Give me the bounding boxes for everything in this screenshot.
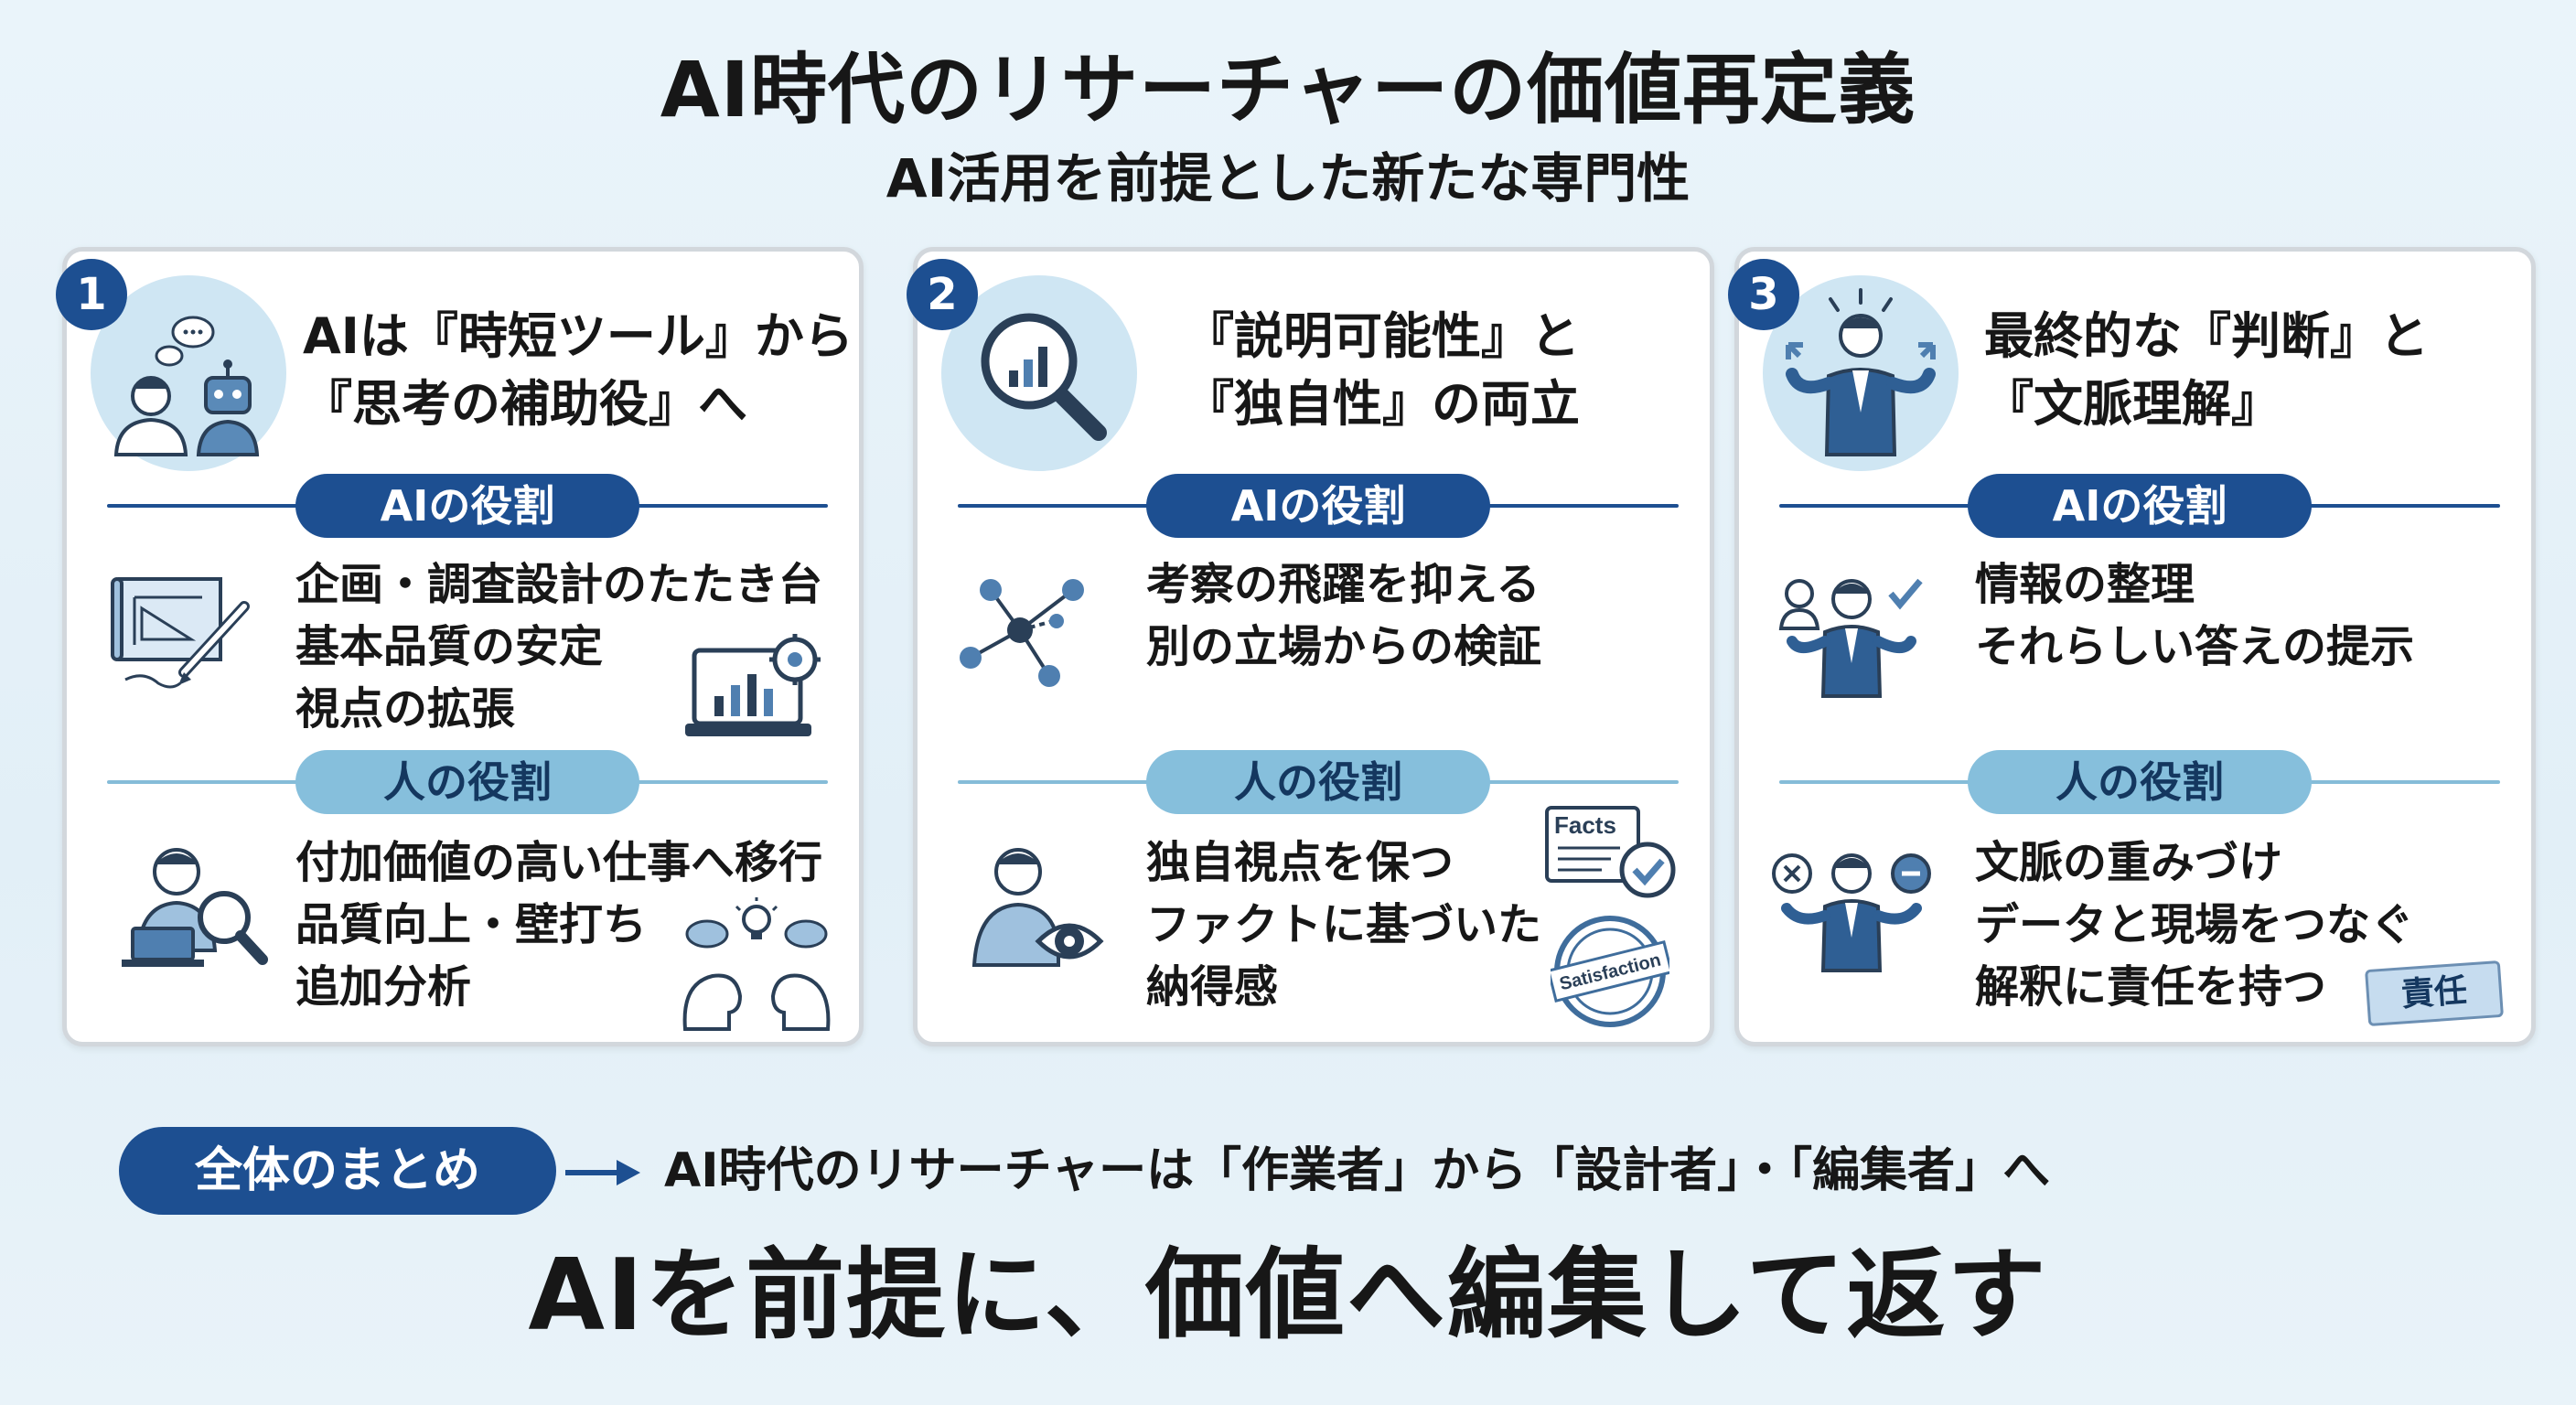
card-title-line: AIは『時短ツール』から	[303, 307, 853, 365]
final-message: AIを前提に、価値へ編集して返す	[528, 1239, 2048, 1353]
page-title: AI時代のリサーチャーの価値再定義	[660, 45, 1916, 134]
card-title-line: 『思考の補助役』へ	[303, 374, 747, 433]
summary-text: AI時代のリサーチャーは「作業者」から「設計者」・「編集者」へ	[664, 1143, 2051, 1198]
card-title: AIは『時短ツール』から 『思考の補助役』へ	[303, 303, 853, 438]
businessman-arrows-icon	[1763, 275, 1959, 471]
list-item: 独自視点を保つ	[1146, 837, 1454, 888]
ai-role-list: 情報の整理 それらしい答えの提示	[1975, 553, 2414, 678]
businessman-weighing-icon	[1766, 837, 1937, 974]
page-subtitle: AI活用を前提とした新たな専門性	[886, 147, 1690, 209]
heads-lightbulb-icon	[676, 896, 837, 1033]
card-1: 1 AIは『時短ツール』から 『思考の補助役』へ AIの役割 企画・調査設計のた…	[56, 247, 864, 1046]
human-role-list: 文脈の重みづけ データと現場をつなぐ 解釈に責任を持つ	[1975, 831, 2414, 1018]
ai-role-label: AIの役割	[1968, 474, 2312, 538]
card-title-line: 『独自性』の両立	[1185, 374, 1580, 433]
person-robot-chat-icon	[91, 275, 286, 471]
card-3: 3 最終的な『判断』と 『文脈理解』 AIの役割 情報の整理 それらしい答えの提…	[1728, 247, 2536, 1046]
list-item: 情報の整理	[1975, 559, 2195, 610]
summary-label-pill: 全体のまとめ	[119, 1127, 556, 1215]
human-role-label: 人の役割	[1146, 750, 1490, 814]
list-item: 納得感	[1146, 961, 1279, 1013]
list-item: 考察の飛躍を抑える	[1146, 559, 1540, 610]
human-role-list: 付加価値の高い仕事へ移行 品質向上・壁打ち 追加分析	[295, 831, 822, 1018]
laptop-gear-chart-icon	[682, 632, 830, 753]
card-title: 『説明可能性』と 『独自性』の両立	[1185, 303, 1580, 438]
human-role-list: 独自視点を保つ ファクトに基づいた 納得感	[1146, 831, 1541, 1018]
arrow-right-icon	[564, 1154, 642, 1191]
businessman-check-icon	[1774, 563, 1929, 700]
network-nodes-icon	[950, 563, 1106, 691]
person-laptop-search-icon	[118, 837, 274, 974]
facts-label: Facts	[1554, 811, 1616, 839]
card-title: 最終的な『判断』と 『文脈理解』	[1984, 303, 2429, 438]
list-item: 付加価値の高い仕事へ移行	[295, 837, 823, 888]
card-title-line: 『文脈理解』	[1984, 374, 2281, 433]
responsibility-tag: 責任	[2365, 960, 2504, 1027]
step-number-badge: 2	[907, 259, 978, 330]
card-title-line: 『説明可能性』と	[1185, 307, 1580, 365]
card-2: 2 『説明可能性』と 『独自性』の両立 AIの役割	[907, 247, 1714, 1046]
list-item: データと現場をつなぐ	[1975, 899, 2415, 950]
list-item: 別の立場からの検証	[1146, 621, 1542, 672]
list-item: それらしい答えの提示	[1975, 621, 2415, 672]
person-eye-icon	[961, 837, 1117, 974]
list-item: 品質向上・壁打ち	[295, 899, 648, 950]
ai-role-label: AIの役割	[1146, 474, 1490, 538]
satisfaction-stamp-icon: Satisfaction	[1551, 912, 1669, 1031]
card-title-line: 最終的な『判断』と	[1984, 307, 2429, 365]
ai-role-list: 考察の飛躍を抑える 別の立場からの検証	[1146, 553, 1541, 678]
step-number-badge: 3	[1728, 259, 1799, 330]
facts-document-check-icon: Facts	[1541, 802, 1679, 905]
list-item: 基本品質の安定	[295, 621, 604, 672]
human-role-label: 人の役割	[295, 750, 639, 814]
blueprint-pencil-icon	[107, 563, 259, 700]
list-item: ファクトに基づいた	[1146, 899, 1542, 950]
step-number-badge: 1	[56, 259, 127, 330]
list-item: 追加分析	[295, 961, 472, 1013]
list-item: 視点の拡張	[295, 683, 516, 735]
list-item: 解釈に責任を持つ	[1975, 961, 2327, 1013]
ai-role-list: 企画・調査設計のたたき台 基本品質の安定 視点の拡張	[295, 553, 822, 740]
list-item: 文脈の重みづけ	[1975, 837, 2283, 888]
ai-role-label: AIの役割	[295, 474, 639, 538]
list-item: 企画・調査設計のたたき台	[295, 559, 823, 610]
human-role-label: 人の役割	[1968, 750, 2312, 814]
